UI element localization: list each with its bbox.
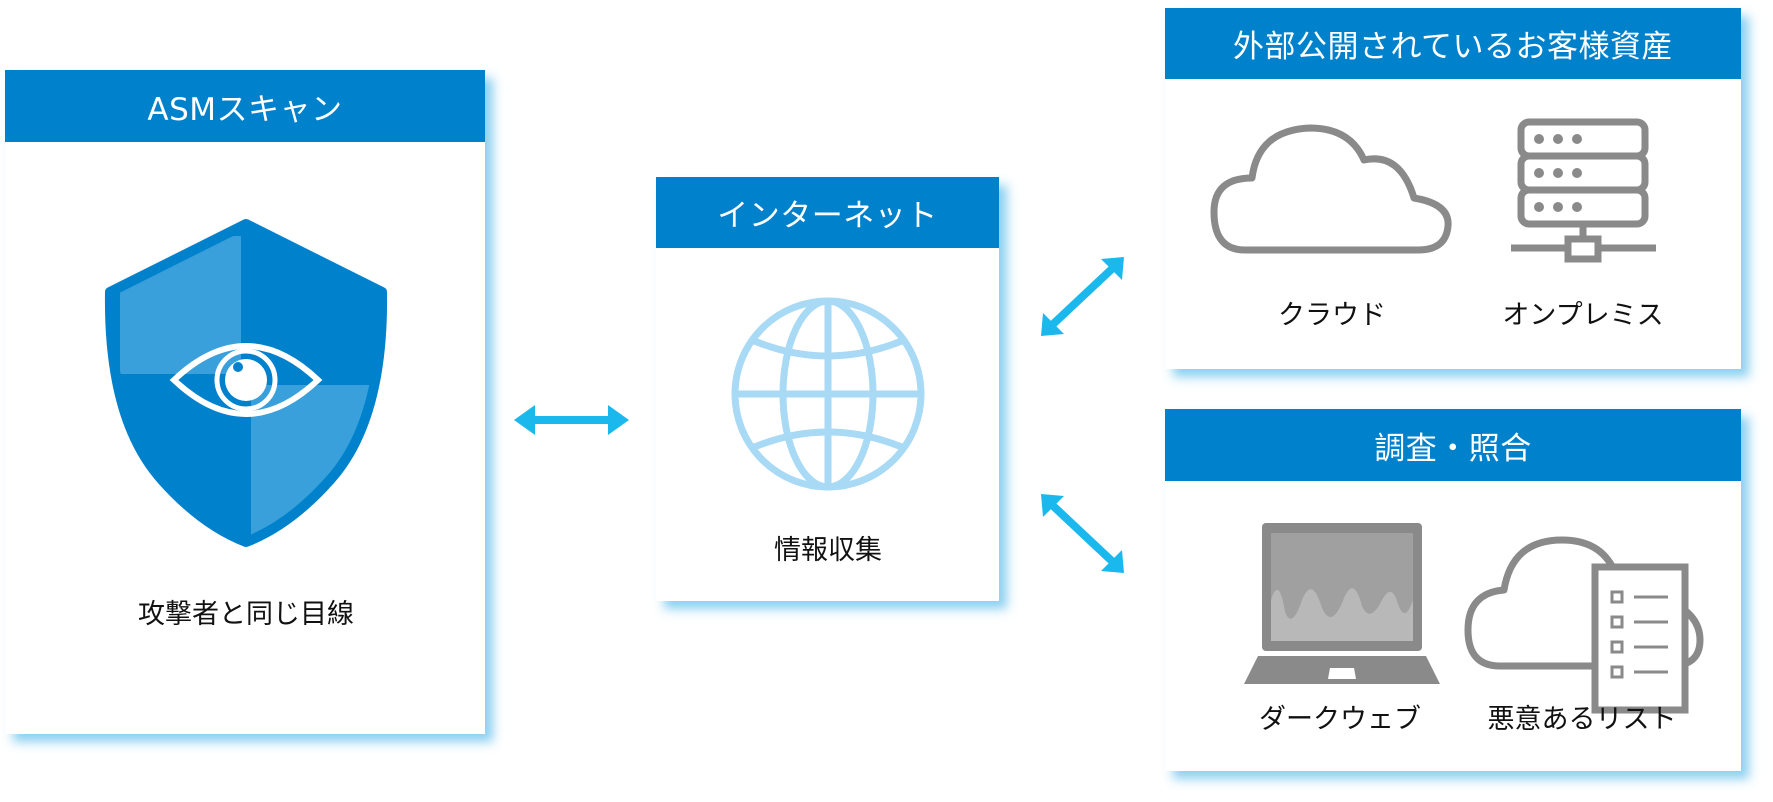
internet-header: インターネット xyxy=(656,177,999,248)
investigation-title: 調査・照合 xyxy=(1374,430,1532,467)
eye-iris xyxy=(214,348,278,412)
eye-outline xyxy=(169,343,323,417)
customer-assets-card: 外部公開されているお客様資産 xyxy=(1165,8,1741,369)
eye-highlight xyxy=(233,362,243,372)
asm-scan-card: ASMスキャン xyxy=(5,70,485,734)
asm-scan-caption: 攻撃者と同じ目線 xyxy=(138,599,354,630)
dark-web-label: ダークウェブ xyxy=(1259,704,1421,735)
malicious-list-label: 悪意あるリスト xyxy=(1487,704,1677,735)
cloud-label: クラウド xyxy=(1278,300,1386,331)
asm-scan-header: ASMスキャン xyxy=(5,70,485,142)
customer-assets-title: 外部公開されているお客様資産 xyxy=(1232,29,1674,65)
asm-scan-title: ASMスキャン xyxy=(147,91,343,128)
customer-assets-header: 外部公開されているお客様資産 xyxy=(1165,8,1741,79)
on-premises-label: オンプレミス xyxy=(1502,300,1664,331)
internet-caption: 情報収集 xyxy=(774,535,882,566)
investigation-header: 調査・照合 xyxy=(1165,409,1741,481)
internet-title: インターネット xyxy=(717,198,938,234)
